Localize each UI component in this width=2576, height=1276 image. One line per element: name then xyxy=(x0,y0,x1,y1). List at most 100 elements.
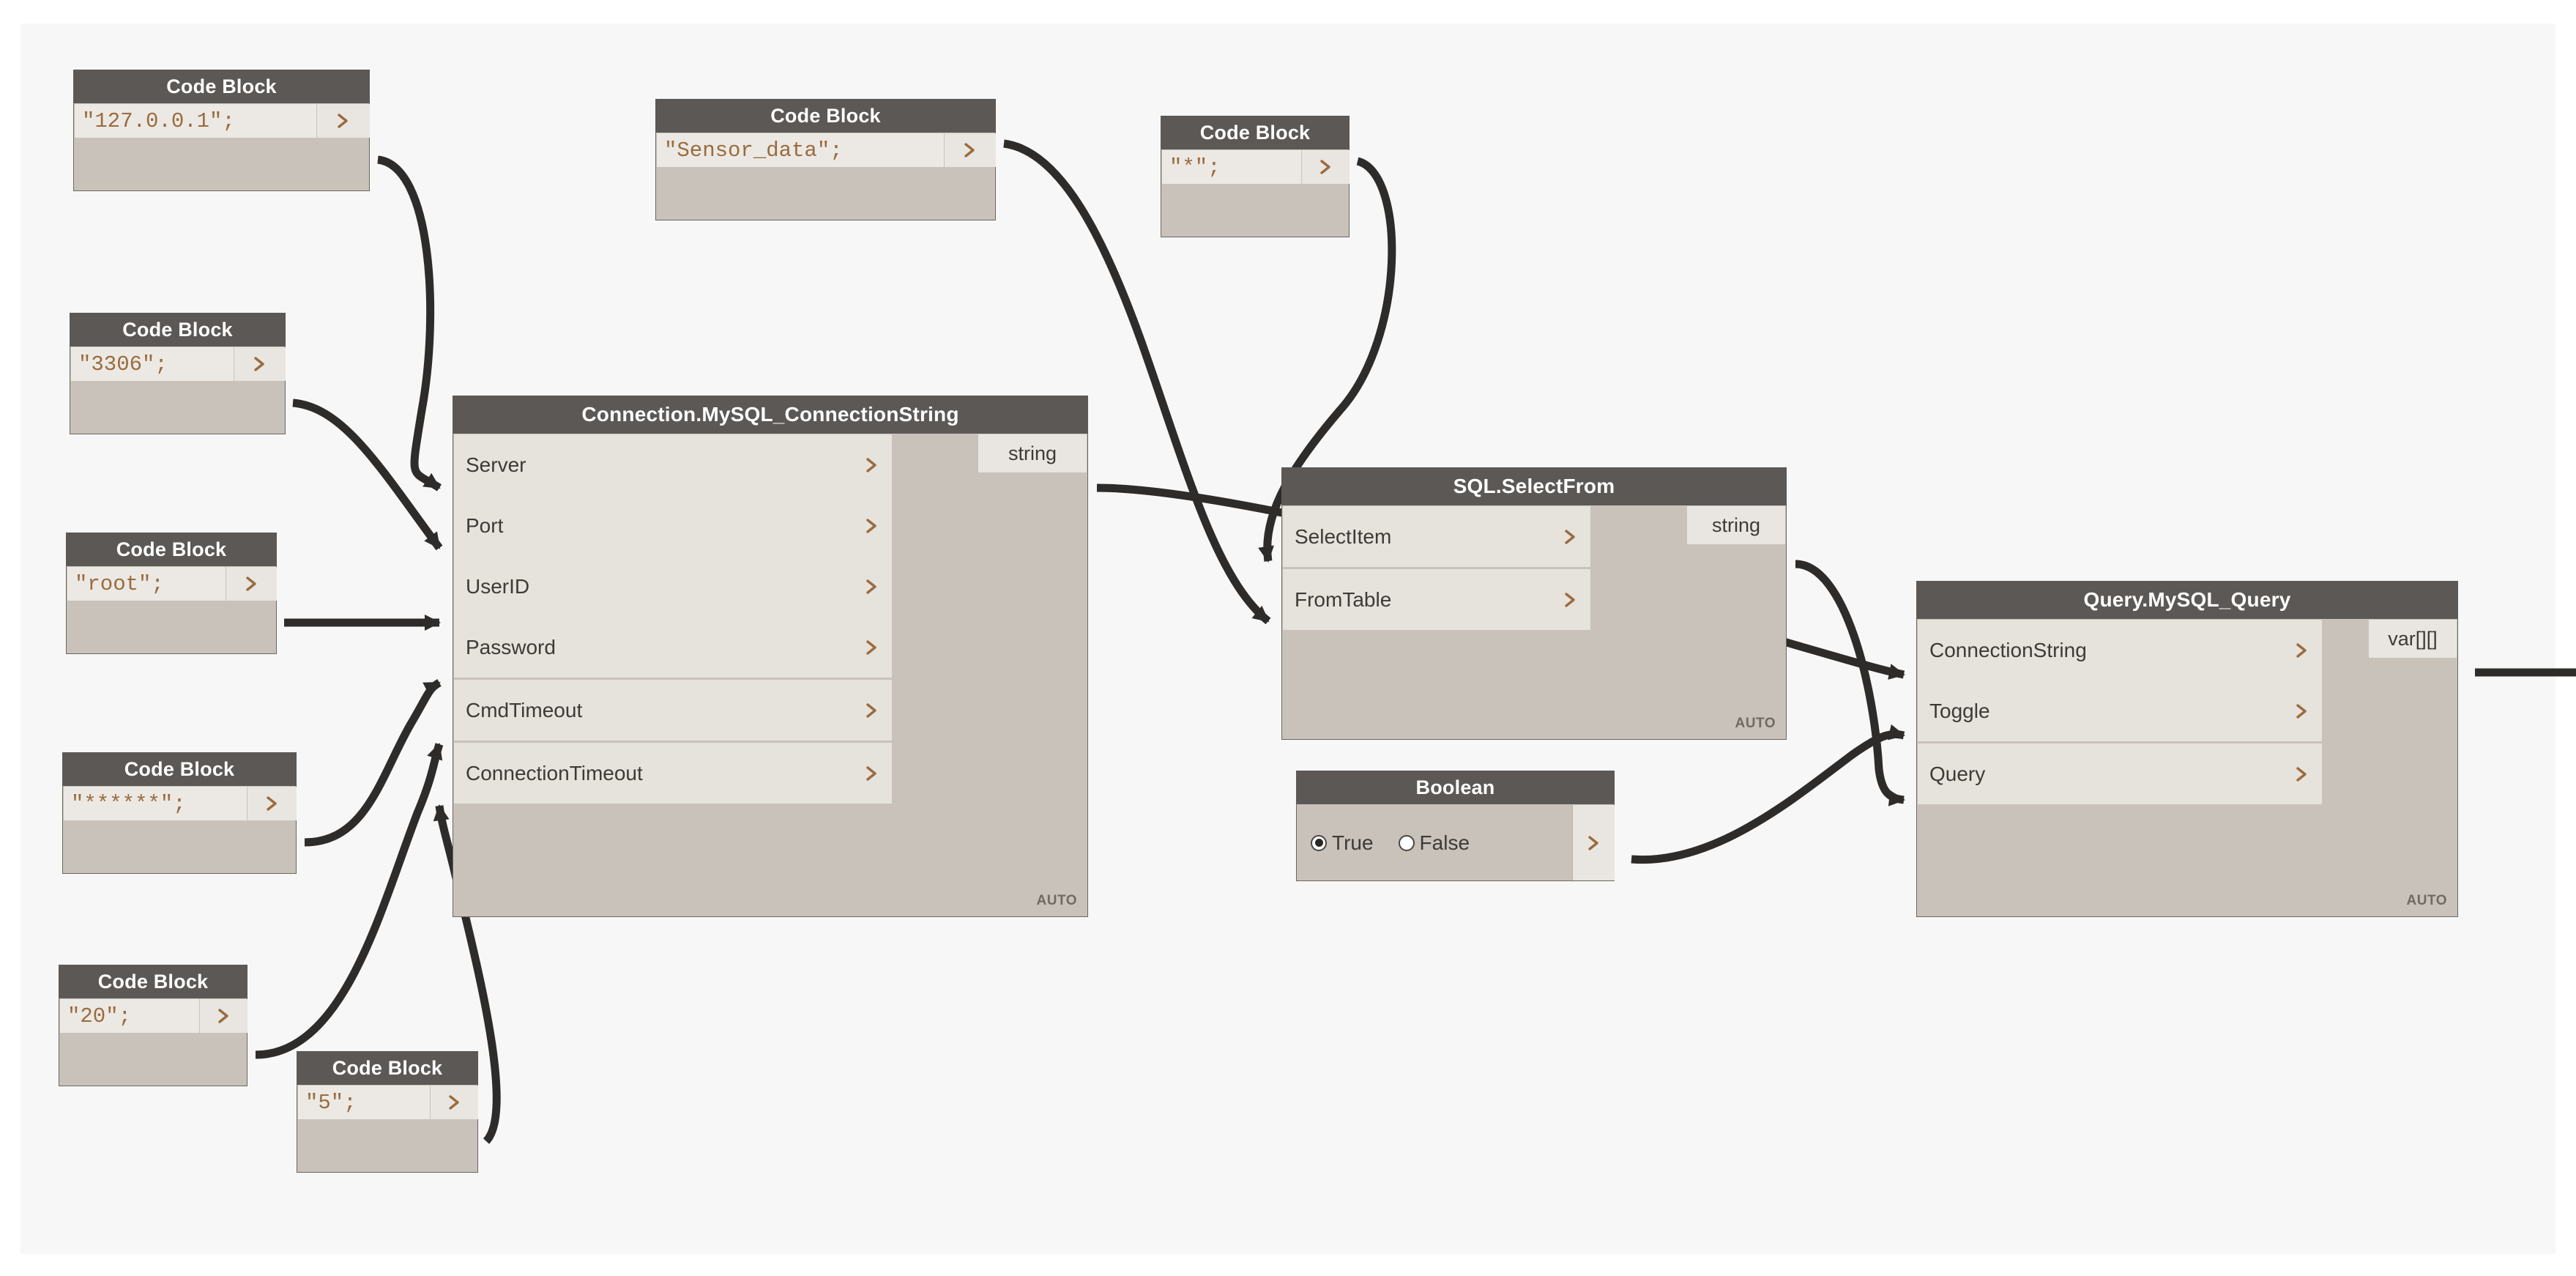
chevron-right-icon xyxy=(2293,765,2312,784)
chevron-right-icon xyxy=(866,639,876,655)
chevron-right-icon xyxy=(863,638,882,657)
input-port-fromtable[interactable]: FromTable xyxy=(1283,569,1590,630)
input-port-toggle[interactable]: Toggle xyxy=(1918,680,2322,741)
status-badge: AUTO xyxy=(2406,893,2447,908)
code-block-node-port[interactable]: Code Block "3306"; xyxy=(70,313,286,434)
chevron-right-icon xyxy=(2293,702,2312,721)
node-title: Boolean xyxy=(1296,771,1615,804)
input-port-password[interactable]: Password xyxy=(454,617,892,678)
input-port-selectitem[interactable]: SelectItem xyxy=(1283,506,1590,567)
code-block-node-server[interactable]: Code Block "127.0.0.1"; xyxy=(73,70,370,191)
node-title: Code Block xyxy=(297,1051,478,1085)
chevron-right-icon xyxy=(266,796,277,811)
node-body: "127.0.0.1"; xyxy=(73,103,370,191)
chevron-right-icon xyxy=(2293,641,2312,660)
code-field[interactable]: "5"; xyxy=(298,1086,430,1119)
node-title: Code Block xyxy=(66,533,277,566)
port-label: Query xyxy=(1929,762,1986,785)
chevron-right-icon xyxy=(217,1009,228,1023)
node-body: "root"; xyxy=(66,566,277,654)
chevron-right-icon xyxy=(1561,527,1580,546)
node-title: Code Block xyxy=(655,99,996,133)
radio-button-true[interactable] xyxy=(1311,834,1327,851)
code-field[interactable]: "3306"; xyxy=(71,347,234,381)
chevron-right-icon xyxy=(866,702,876,718)
chevron-right-icon xyxy=(866,457,876,472)
code-block-node-selectitem[interactable]: Code Block "*"; xyxy=(1161,116,1350,237)
node-title: SQL.SelectFrom xyxy=(1281,467,1787,505)
code-field[interactable]: "20"; xyxy=(60,999,199,1033)
node-body: "3306"; xyxy=(70,346,286,434)
chevron-right-icon xyxy=(2296,766,2307,782)
output-port-string[interactable]: string xyxy=(1687,506,1785,544)
port-divider xyxy=(1283,567,1590,569)
node-title: Code Block xyxy=(62,752,297,786)
code-block-node-connectiontimeout[interactable]: Code Block "5"; xyxy=(297,1051,478,1173)
chevron-right-icon xyxy=(254,357,264,371)
node-body: "20"; xyxy=(59,998,247,1086)
port-label: ConnectionString xyxy=(1929,638,2087,661)
output-port-string[interactable]: string xyxy=(978,434,1087,472)
code-block-node-userid[interactable]: Code Block "root"; xyxy=(66,533,277,654)
input-port-userid[interactable]: UserID xyxy=(454,556,892,617)
radio-option-false[interactable]: False xyxy=(1398,831,1470,855)
output-port[interactable] xyxy=(944,133,996,167)
radio-option-true[interactable]: True xyxy=(1311,831,1374,855)
input-port-cmdtimeout[interactable]: CmdTimeout xyxy=(454,680,892,741)
code-field[interactable]: "127.0.0.1"; xyxy=(75,104,316,138)
node-connection-mysql-connectionstring[interactable]: Connection.MySQL_ConnectionString Server… xyxy=(453,396,1088,917)
chevron-right-icon xyxy=(1565,592,1575,607)
node-title: Connection.MySQL_ConnectionString xyxy=(453,396,1088,434)
chevron-right-icon xyxy=(863,516,882,535)
input-port-query[interactable]: Query xyxy=(1918,743,2322,804)
code-field[interactable]: "*"; xyxy=(1162,150,1301,184)
node-boolean[interactable]: Boolean True False xyxy=(1296,771,1615,881)
output-port[interactable] xyxy=(226,567,277,601)
output-port-var[interactable]: var[][] xyxy=(2369,620,2457,658)
code-field[interactable]: "******"; xyxy=(64,787,247,820)
output-port[interactable] xyxy=(316,104,370,138)
input-port-port[interactable]: Port xyxy=(454,495,892,556)
node-body: "5"; xyxy=(297,1085,478,1173)
output-port[interactable] xyxy=(234,347,286,381)
chevron-right-icon xyxy=(863,701,882,720)
port-label: Server xyxy=(466,453,526,476)
node-title: Code Block xyxy=(73,70,370,103)
input-port-server[interactable]: Server xyxy=(454,434,892,495)
port-label: SelectItem xyxy=(1295,524,1392,548)
port-label: FromTable xyxy=(1295,587,1392,611)
code-block-node-password[interactable]: Code Block "******"; xyxy=(62,752,297,874)
port-divider xyxy=(454,741,892,743)
port-divider xyxy=(454,678,892,680)
radio-button-false[interactable] xyxy=(1398,834,1415,851)
node-body: "*"; xyxy=(1161,149,1350,237)
chevron-right-icon xyxy=(2296,642,2307,658)
code-field[interactable]: "Sensor_data"; xyxy=(657,133,944,167)
status-badge: AUTO xyxy=(1036,893,1077,908)
chevron-right-icon xyxy=(863,456,882,475)
output-port[interactable] xyxy=(1572,805,1615,880)
chevron-right-icon xyxy=(866,765,876,781)
input-port-connectionstring[interactable]: ConnectionString xyxy=(1918,620,2322,680)
code-field[interactable]: "root"; xyxy=(67,567,226,601)
code-block-node-table[interactable]: Code Block "Sensor_data"; xyxy=(655,99,996,220)
port-label: CmdTimeout xyxy=(466,698,583,722)
output-port[interactable] xyxy=(430,1086,478,1119)
chevron-right-icon xyxy=(866,518,876,533)
chevron-right-icon xyxy=(863,764,882,783)
output-port[interactable] xyxy=(199,999,247,1033)
output-port[interactable] xyxy=(1301,150,1350,184)
chevron-right-icon xyxy=(866,579,876,594)
chevron-right-icon xyxy=(1319,160,1330,174)
code-block-node-cmdtimeout[interactable]: Code Block "20"; xyxy=(59,965,247,1086)
input-port-connectiontimeout[interactable]: ConnectionTimeout xyxy=(454,743,892,804)
output-port[interactable] xyxy=(247,787,297,820)
port-label: Toggle xyxy=(1929,699,1990,722)
